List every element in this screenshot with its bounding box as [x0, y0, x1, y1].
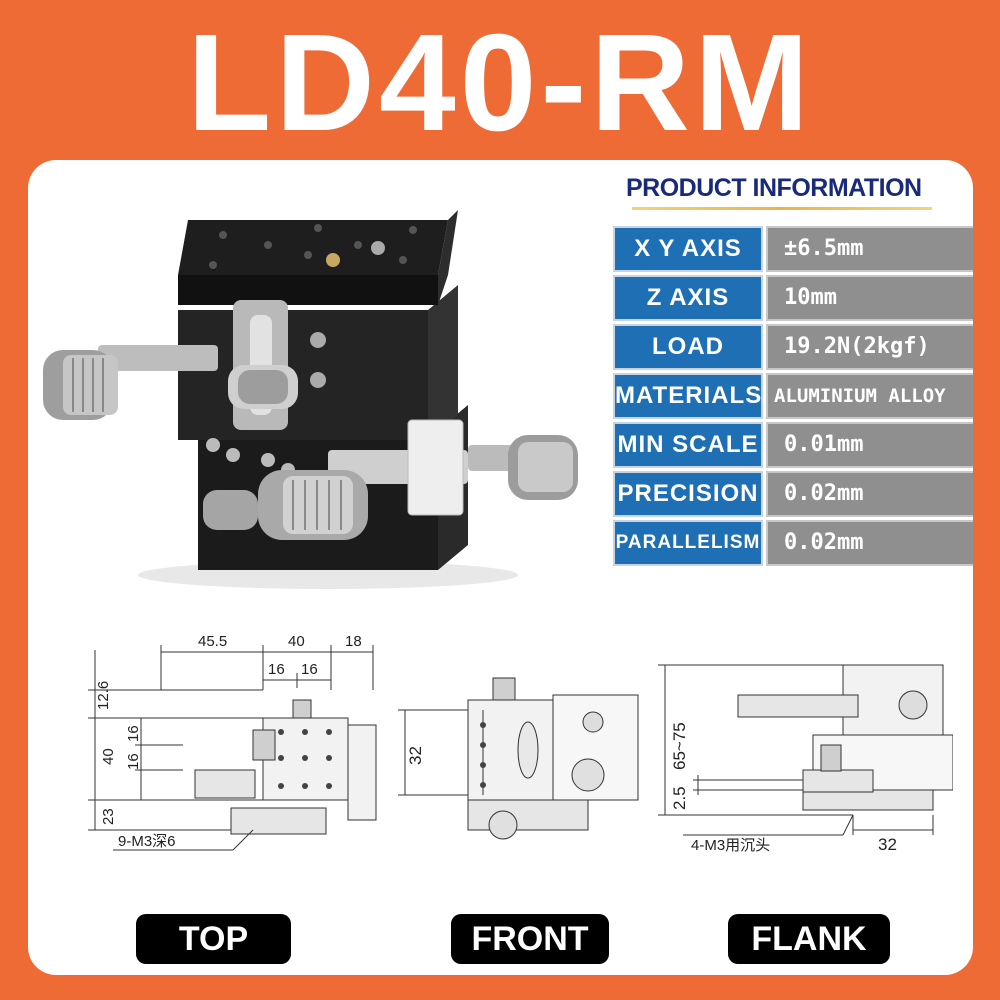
spec-row-parallelism: PARALLELISM 0.02mm: [613, 520, 973, 566]
info-heading: PRODUCT INFORMATION: [626, 174, 922, 202]
front-view-drawing: 32: [398, 677, 639, 840]
spec-row-z-axis: Z AXIS 10mm: [613, 275, 973, 321]
spec-value: ALUMINIUM ALLOY: [766, 373, 973, 419]
flank-note: 4-M3用沉头: [691, 837, 770, 854]
spec-value: 0.02mm: [766, 520, 973, 566]
spec-key: PRECISION: [613, 471, 763, 517]
flank-view-drawing: 65~75 2.5 32 4-M3用沉头: [658, 664, 953, 854]
spec-row-materials: MATERIALS ALUMINIUM ALLOY: [613, 373, 973, 419]
spec-key: Z AXIS: [613, 275, 763, 321]
spec-row-precision: PRECISION 0.02mm: [613, 471, 973, 517]
dim-16-b: 16: [301, 661, 318, 678]
dim-40-vertical: 40: [100, 748, 117, 765]
spec-key: MATERIALS: [613, 373, 763, 419]
spec-key: MIN SCALE: [613, 422, 763, 468]
spec-key: LOAD: [613, 324, 763, 370]
spec-row-load: LOAD 19.2N(2kgf): [613, 324, 973, 370]
dim-16-d: 16: [125, 753, 142, 770]
dim-65-75: 65~75: [670, 722, 689, 770]
spec-key: X Y AXIS: [613, 226, 763, 272]
content-panel: PRODUCT INFORMATION X Y AXIS ±6.5mm Z AX…: [28, 160, 973, 975]
product-title: LD40-RM: [186, 6, 814, 160]
dim-23: 23: [100, 808, 117, 825]
front-label: FRONT: [451, 914, 609, 964]
dim-2-5: 2.5: [670, 786, 689, 810]
dim-12-6: 12.6: [95, 681, 112, 710]
spec-row-xy-axis: X Y AXIS ±6.5mm: [613, 226, 973, 272]
dim-16-c: 16: [125, 725, 142, 742]
flank-label: FLANK: [728, 914, 890, 964]
spec-key: PARALLELISM: [613, 520, 763, 566]
dim-40: 40: [288, 633, 305, 650]
dim-32-flank: 32: [878, 835, 897, 854]
dim-18: 18: [345, 633, 362, 650]
product-photo: [43, 210, 578, 589]
dim-32-front: 32: [406, 746, 425, 765]
spec-row-min-scale: MIN SCALE 0.01mm: [613, 422, 973, 468]
spec-table: X Y AXIS ±6.5mm Z AXIS 10mm LOAD 19.2N(2…: [613, 226, 973, 569]
spec-value: ±6.5mm: [766, 226, 973, 272]
top-note: 9-M3深6: [118, 833, 176, 850]
top-label: TOP: [136, 914, 291, 964]
spec-value: 0.02mm: [766, 471, 973, 517]
dim-45-5: 45.5: [198, 633, 227, 650]
info-heading-underline: [632, 207, 932, 210]
spec-value: 10mm: [766, 275, 973, 321]
spec-value: 19.2N(2kgf): [766, 324, 973, 370]
top-view-drawing: 45.5 40 18 12.6 16 16 16 16 40 23 9-M3深6: [88, 633, 377, 851]
dim-16-a: 16: [268, 661, 285, 678]
spec-value: 0.01mm: [766, 422, 973, 468]
